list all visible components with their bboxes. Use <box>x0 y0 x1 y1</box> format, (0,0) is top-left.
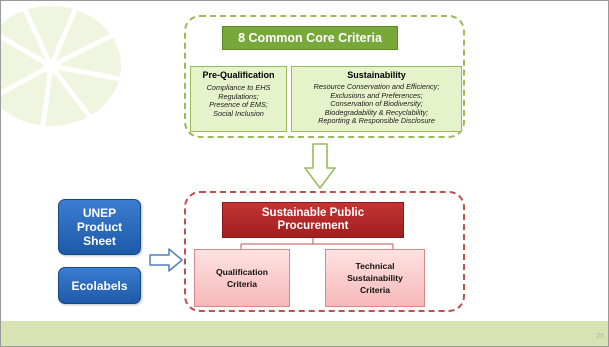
common-core-criteria-group <box>184 15 465 138</box>
common-core-criteria-title: 8 Common Core Criteria <box>222 26 398 50</box>
qualification-line: Criteria <box>226 279 258 289</box>
unep-line: Sheet <box>83 234 116 248</box>
pre-qualification-line: Presence of EMS; <box>209 100 268 110</box>
sustainability-line: Conservation of Biodiversity; <box>330 99 423 109</box>
page-number: 25 <box>596 333 604 340</box>
spp-title-line: Procurement <box>277 220 349 232</box>
spp-title-line: Sustainable Public <box>261 207 365 219</box>
technical-line: Sustainability <box>347 273 403 283</box>
sustainability-box: Sustainability Resource Conservation and… <box>291 66 462 132</box>
pre-qualification-line: Social Inclusion <box>213 108 264 118</box>
sustainability-heading: Sustainability <box>347 70 406 80</box>
qualification-line: Qualification <box>215 267 269 277</box>
sustainability-list: Resource Conservation and Efficiency; Ex… <box>292 82 461 126</box>
leaf-decoration-icon <box>1 1 134 144</box>
sustainability-line: Resource Conservation and Efficiency; <box>313 82 440 91</box>
sustainability-line: Biodegradability & Recyclability; <box>324 107 429 117</box>
technical-line: Criteria <box>359 285 391 295</box>
technical-sustainability-criteria-box: Technical Sustainability Criteria <box>325 249 425 307</box>
tree-connector <box>240 238 394 252</box>
unep-line: Product <box>76 220 123 234</box>
ecolabels-button: Ecolabels <box>58 267 141 304</box>
pre-qualification-heading: Pre-Qualification <box>202 70 275 80</box>
sustainability-line: Reporting & Responsible Disclosure <box>318 116 435 126</box>
pre-qualification-line: Compliance to EHS <box>206 83 271 92</box>
pre-qualification-list: Compliance to EHS Regulations; Presence … <box>191 83 286 118</box>
unep-product-sheet-button: UNEP Product Sheet <box>58 199 141 255</box>
footer-band <box>1 321 608 346</box>
pre-qualification-line: Regulations; <box>218 91 259 101</box>
qualification-criteria-box: Qualification Criteria <box>194 249 290 307</box>
down-arrow-icon <box>304 143 336 189</box>
procurement-group <box>184 191 465 312</box>
sustainability-line: Exclusions and Preferences; <box>330 90 423 100</box>
right-arrow-icon <box>149 248 183 272</box>
unep-line: UNEP <box>82 206 117 220</box>
sustainable-public-procurement-title: Sustainable Public Procurement <box>222 202 404 238</box>
technical-line: Technical <box>355 261 395 271</box>
pre-qualification-box: Pre-Qualification Compliance to EHS Regu… <box>190 66 287 132</box>
